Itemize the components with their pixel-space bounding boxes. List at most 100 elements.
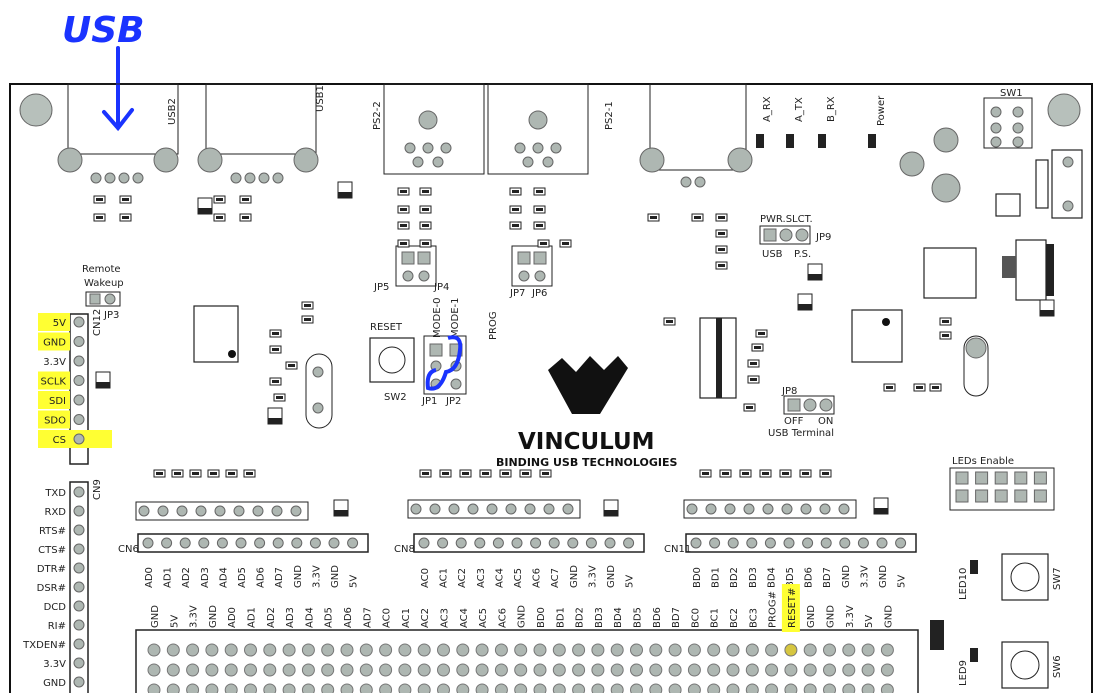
- rp-pin: [562, 503, 574, 515]
- proto-hole: [514, 643, 528, 657]
- proto-hole: [321, 643, 335, 657]
- proto-hole: [359, 683, 373, 697]
- cn8-pin: [474, 537, 486, 549]
- cn9-pin: [73, 562, 85, 574]
- smd-part-body: [718, 264, 725, 267]
- prog-label: PROG: [488, 311, 499, 340]
- smd-components: [93, 181, 1055, 517]
- proto-hole: [301, 683, 315, 697]
- cn8-pin: [455, 537, 467, 549]
- rp-pin: [543, 503, 555, 515]
- sw1-label: SW1: [1000, 88, 1023, 99]
- smd-part-body: [822, 472, 829, 475]
- smd-part-body: [304, 304, 311, 307]
- proto-hole: [842, 643, 856, 657]
- wakeup-label: Wakeup: [84, 278, 124, 289]
- cn9-pin-label: DTR#: [37, 564, 66, 575]
- proto-hole: [456, 643, 470, 657]
- cn8-pin: [492, 537, 504, 549]
- cn9-pin: [73, 543, 85, 555]
- cn8-pin: [530, 537, 542, 549]
- cn6-pin: [198, 537, 210, 549]
- reset-highlight: [781, 584, 800, 632]
- cn11-pin: [802, 537, 814, 549]
- smd-part-body: [272, 380, 279, 383]
- proto-hole: [687, 663, 701, 677]
- cn8-pin: [623, 537, 635, 549]
- cn9-name: CN9: [92, 479, 103, 500]
- cn8-pin-label: AC1: [439, 568, 450, 588]
- reset-switch: RESET SW2: [369, 322, 415, 403]
- proto-hole: [765, 643, 779, 657]
- proto-hole: [456, 683, 470, 697]
- bottom-pin-label: GND: [883, 605, 894, 628]
- proto-hole: [668, 663, 682, 677]
- proto-hole: [205, 683, 219, 697]
- smd-part-body: [666, 320, 673, 323]
- rp-pin: [429, 503, 441, 515]
- usb2-connector: USB2: [57, 83, 179, 173]
- cap-part-band: [198, 208, 212, 214]
- cn11-pin-label: BD4: [766, 567, 777, 588]
- proto-hole: [166, 663, 180, 677]
- smd-part-body: [122, 216, 129, 219]
- smd-part-body: [96, 216, 103, 219]
- proto-hole: [263, 683, 277, 697]
- smd-part-body: [512, 190, 519, 193]
- proto-hole: [610, 683, 624, 697]
- bottom-pin-label: AD3: [285, 607, 296, 628]
- proto-hole: [437, 663, 450, 677]
- proto-hole: [803, 683, 817, 697]
- bottom-pin-label: AD5: [324, 607, 335, 628]
- smd-part-body: [156, 472, 163, 475]
- proto-hole: [475, 663, 489, 677]
- smd-part-body: [750, 362, 757, 365]
- proto-hole: [398, 663, 412, 677]
- proto-hole: [823, 683, 836, 697]
- cn11-pin: [895, 537, 907, 549]
- proto-hole: [533, 663, 547, 677]
- proto-hole: [707, 643, 721, 657]
- cn9-pin: [73, 638, 85, 650]
- bottom-pin-label: AC2: [420, 608, 431, 628]
- jp2-label: JP2: [445, 396, 461, 407]
- proto-hole: [861, 643, 875, 657]
- proto-hole: [591, 663, 605, 677]
- smd-part-body: [242, 216, 249, 219]
- proto-hole: [205, 643, 219, 657]
- cn8-pin-label: 5V: [625, 575, 636, 588]
- bottom-pin-label: AD0: [227, 607, 238, 628]
- proto-hole: [784, 663, 798, 677]
- proto-hole: [340, 643, 354, 657]
- proto-hole: [707, 663, 721, 677]
- remote-label: Remote: [82, 264, 121, 275]
- proto-hole: [321, 663, 335, 677]
- smd-part-body: [512, 208, 519, 211]
- leds-enable-pin: [1033, 489, 1047, 503]
- jp3-label: JP3: [103, 310, 119, 321]
- cn12-pin-label: 5V: [53, 318, 66, 329]
- cn6-pin-label: AD4: [218, 567, 229, 588]
- proto-hole: [282, 683, 296, 697]
- proto-hole: [842, 663, 856, 677]
- rp-pin: [214, 505, 226, 517]
- rp-pin: [743, 503, 755, 515]
- smd-part-body: [916, 386, 923, 389]
- bottom-pin-label: AD7: [362, 607, 373, 628]
- usb1-label: USB1: [315, 85, 326, 112]
- rp3: [683, 499, 857, 519]
- cn8-pin-label: 3.3V: [587, 565, 598, 588]
- led-a-tx-label: A_TX: [794, 97, 805, 122]
- cn6-pin: [309, 537, 321, 549]
- smd-part-body: [400, 224, 407, 227]
- ps2-1-label: PS2-1: [604, 101, 615, 130]
- cn8-pin: [437, 537, 449, 549]
- cn11-pin: [709, 537, 721, 549]
- bottom-pin-label: AC4: [459, 608, 470, 628]
- cn6-pin-label: AD2: [181, 567, 192, 588]
- proto-hole: [301, 643, 315, 657]
- cn9-pin: [73, 676, 85, 688]
- bottom-pin-label: GND: [826, 605, 837, 628]
